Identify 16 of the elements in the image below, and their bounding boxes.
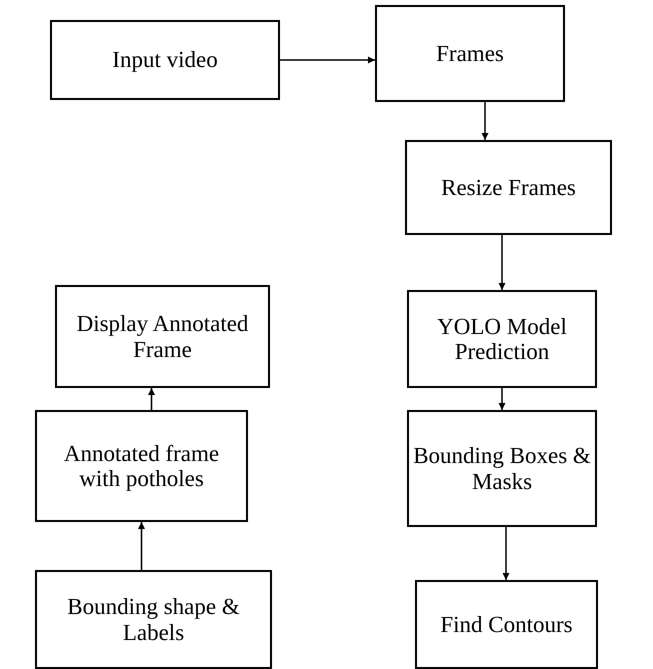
- process-box: Input video: [50, 20, 280, 100]
- process-box: Frames: [375, 5, 565, 102]
- process-box: YOLO Model Prediction: [407, 290, 597, 388]
- arrow: [148, 388, 155, 410]
- process-box: Resize Frames: [405, 140, 612, 235]
- process-box: Bounding shape & Labels: [35, 570, 272, 669]
- process-box: Find Contours: [415, 580, 598, 669]
- process-box: Annotated frame with potholes: [35, 410, 248, 522]
- arrow: [138, 522, 145, 570]
- process-box: Display Annotated Frame: [55, 285, 270, 388]
- arrow: [498, 388, 506, 410]
- arrow: [498, 235, 506, 290]
- arrow: [502, 527, 510, 580]
- arrow: [482, 102, 488, 140]
- process-box: Bounding Boxes & Masks: [407, 410, 597, 527]
- arrow: [280, 56, 375, 64]
